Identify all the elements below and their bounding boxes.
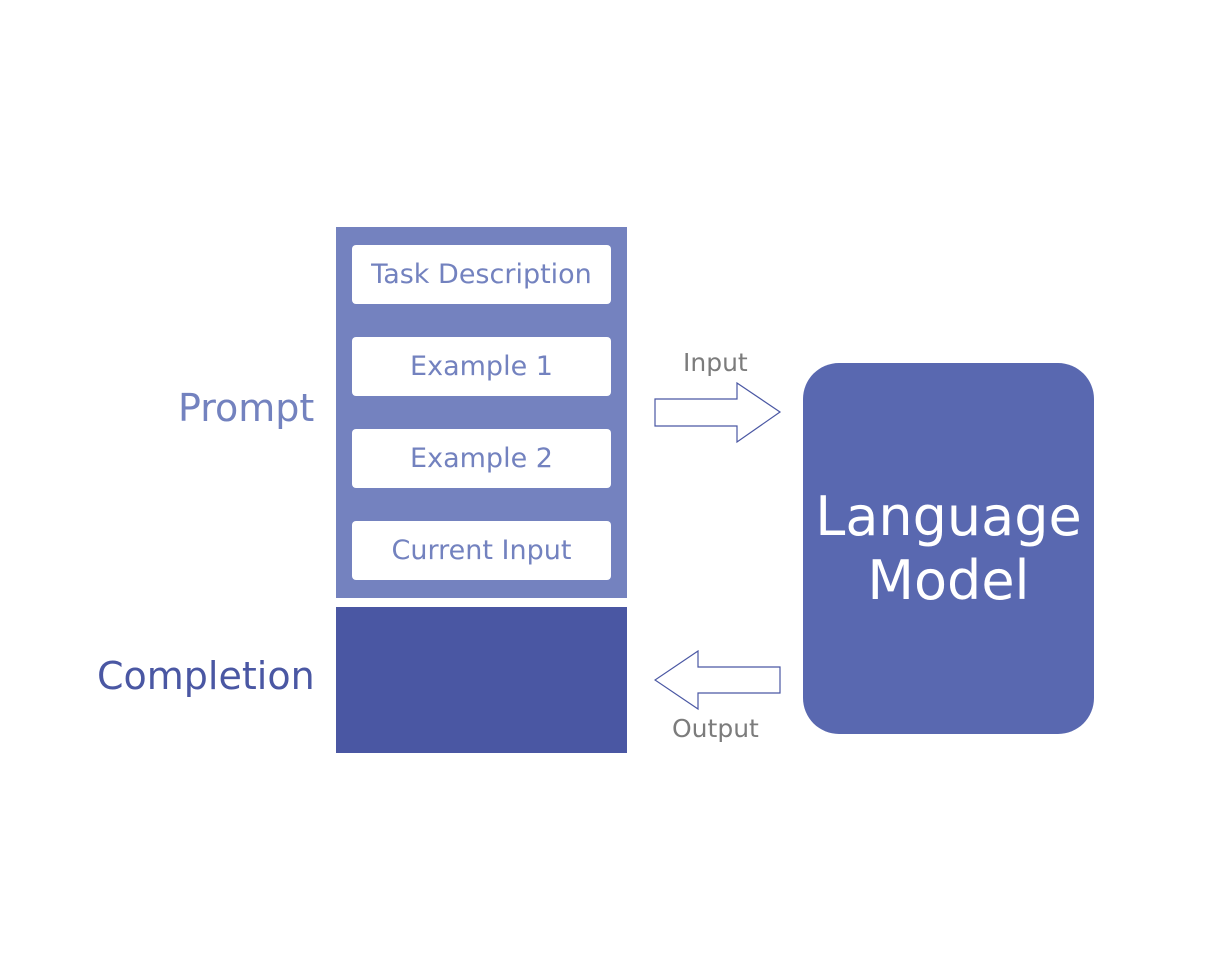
prompt-stack: Task Description Example 1 Example 2 Cur… — [336, 227, 627, 598]
completion-label: Completion — [97, 654, 315, 698]
input-label: Input — [683, 348, 748, 377]
prompt-item-example-1: Example 1 — [352, 337, 611, 396]
language-model-line-1: Language — [815, 484, 1082, 548]
prompt-item-current-input: Current Input — [352, 521, 611, 580]
prompt-item-example-2: Example 2 — [352, 429, 611, 488]
output-arrow-icon — [654, 650, 781, 711]
language-model-title: Language Model — [803, 485, 1094, 612]
prompt-item-task-description: Task Description — [352, 245, 611, 304]
input-arrow-icon — [654, 382, 782, 444]
output-label: Output — [672, 714, 759, 743]
prompt-label: Prompt — [178, 386, 315, 430]
completion-block — [336, 607, 627, 753]
language-model-line-2: Model — [867, 548, 1030, 612]
language-model-box: Language Model — [803, 363, 1094, 734]
